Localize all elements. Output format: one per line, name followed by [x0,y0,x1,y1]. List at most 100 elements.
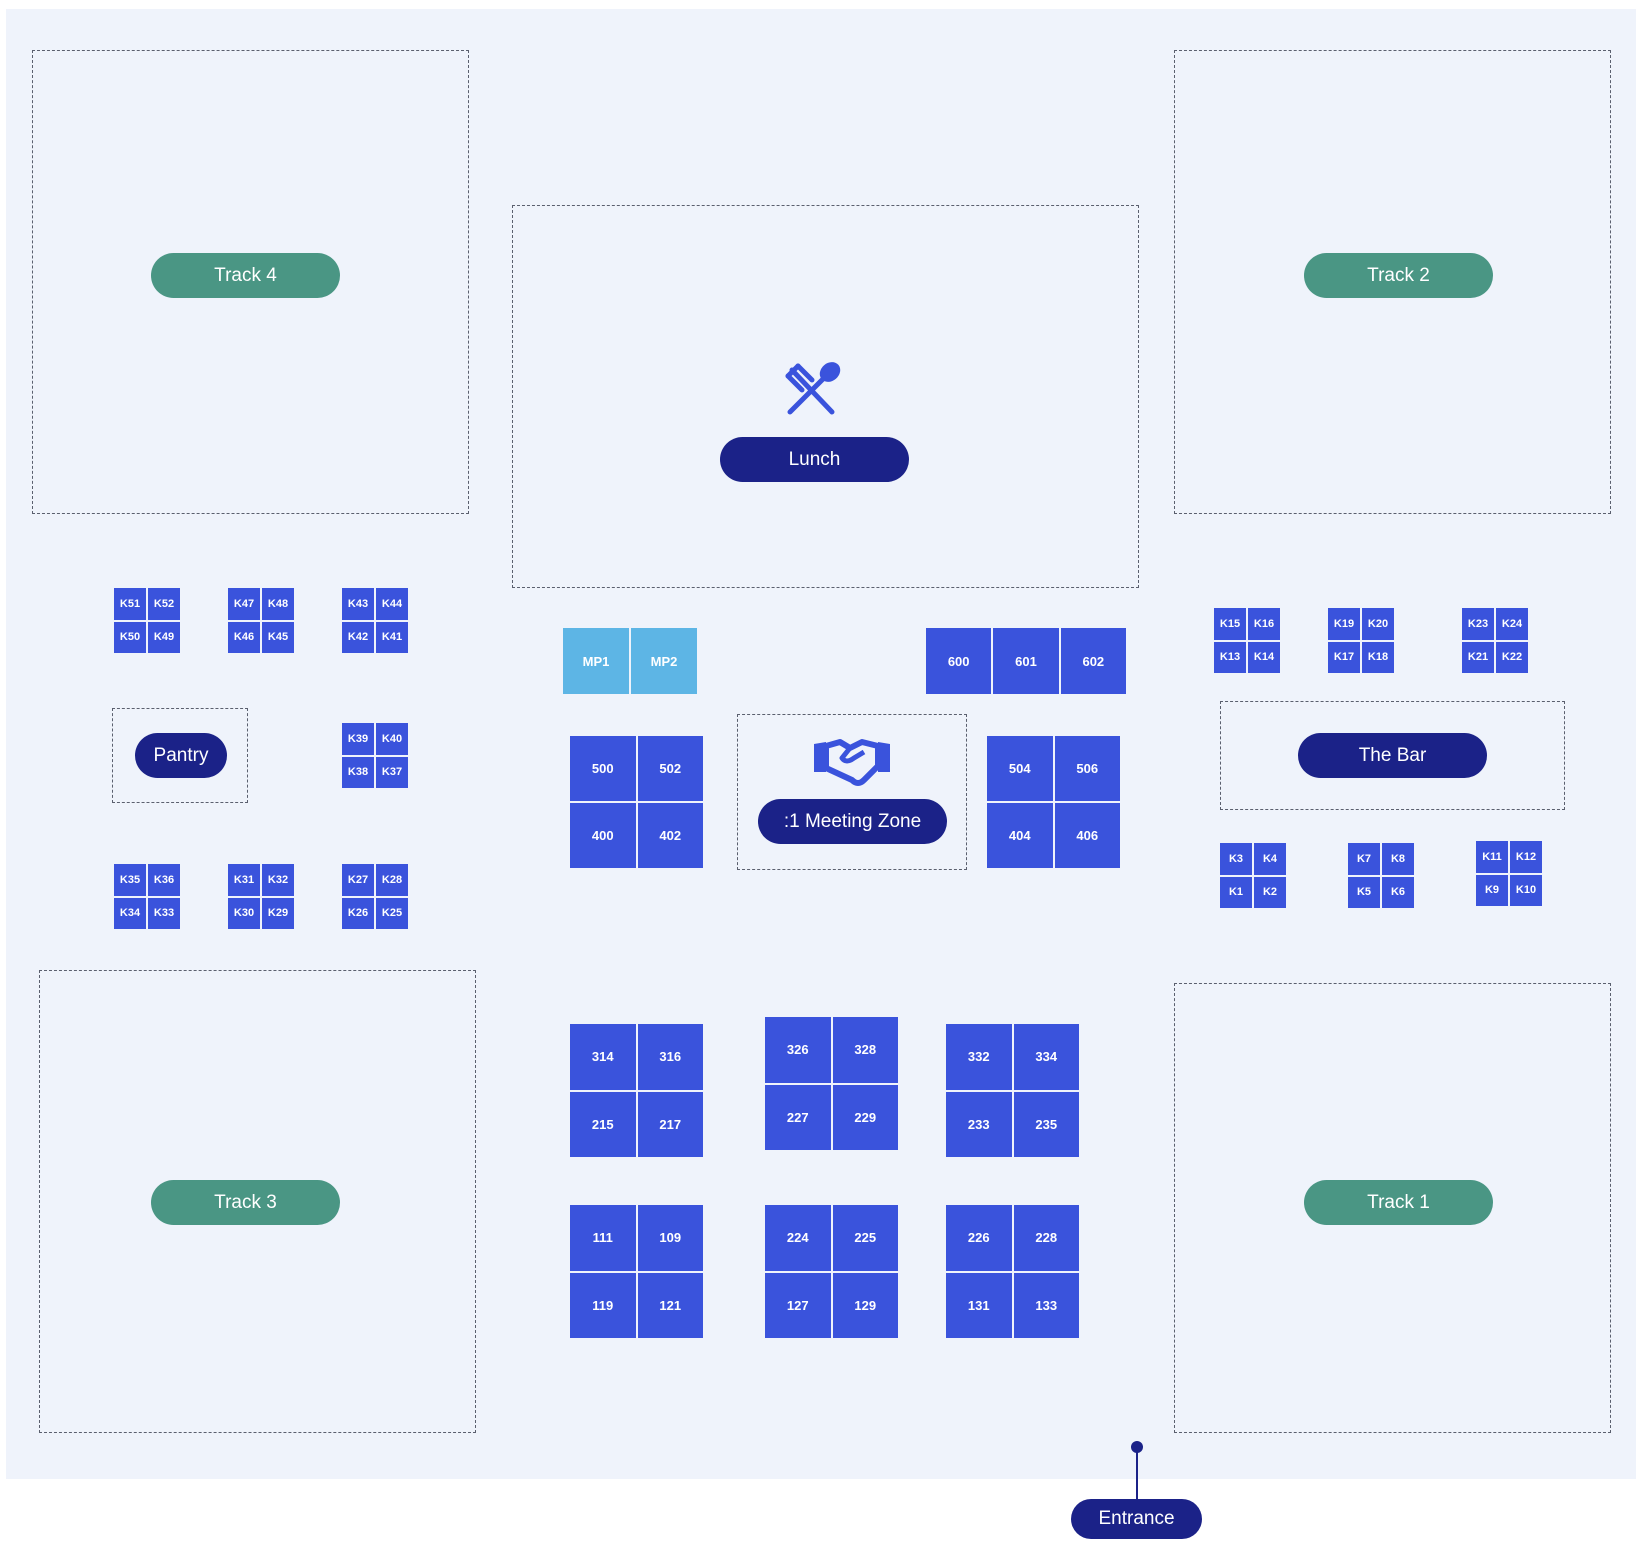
track-4-label[interactable]: Track 4 [151,253,340,298]
booth-k28[interactable]: K28 [376,864,408,896]
booth-k18[interactable]: K18 [1362,641,1394,673]
booth-k5[interactable]: K5 [1348,876,1380,908]
booth-109[interactable]: 109 [637,1205,703,1271]
booth-k46[interactable]: K46 [228,621,260,653]
booth-k52[interactable]: K52 [148,588,180,620]
booth-k23[interactable]: K23 [1462,608,1494,640]
booth-mp1[interactable]: MP1 [563,628,629,694]
booth-k49[interactable]: K49 [148,621,180,653]
booth-mp2[interactable]: MP2 [631,628,697,694]
booth-133[interactable]: 133 [1013,1272,1079,1338]
booth-129[interactable]: 129 [832,1272,898,1338]
booth-131[interactable]: 131 [946,1272,1012,1338]
booth-400[interactable]: 400 [570,803,636,868]
booth-406[interactable]: 406 [1054,803,1120,868]
booth-506[interactable]: 506 [1054,736,1120,801]
booth-k12[interactable]: K12 [1510,841,1542,873]
booth-k14[interactable]: K14 [1248,641,1280,673]
track-1-label[interactable]: Track 1 [1304,1180,1493,1225]
booth-600[interactable]: 600 [926,628,992,694]
track-2-label[interactable]: Track 2 [1304,253,1493,298]
booth-326[interactable]: 326 [765,1017,831,1083]
booth-500[interactable]: 500 [570,736,636,801]
booth-k25[interactable]: K25 [376,897,408,929]
booth-402[interactable]: 402 [637,803,703,868]
booth-316[interactable]: 316 [637,1024,703,1090]
booth-k43[interactable]: K43 [342,588,374,620]
booth-227[interactable]: 227 [765,1084,831,1150]
booth-k3[interactable]: K3 [1220,843,1252,875]
booth-k7[interactable]: K7 [1348,843,1380,875]
meeting-label[interactable]: :1 Meeting Zone [758,799,947,844]
booth-k6[interactable]: K6 [1382,876,1414,908]
booth-k11[interactable]: K11 [1476,841,1508,873]
booth-k33[interactable]: K33 [148,897,180,929]
booth-121[interactable]: 121 [637,1272,703,1338]
booth-119[interactable]: 119 [570,1272,636,1338]
lunch-label[interactable]: Lunch [720,437,909,482]
booth-k40[interactable]: K40 [376,723,408,755]
booth-328[interactable]: 328 [832,1017,898,1083]
booth-k37[interactable]: K37 [376,756,408,788]
booth-k8[interactable]: K8 [1382,843,1414,875]
booth-k42[interactable]: K42 [342,621,374,653]
booth-k27[interactable]: K27 [342,864,374,896]
booth-k50[interactable]: K50 [114,621,146,653]
booth-k44[interactable]: K44 [376,588,408,620]
booth-332[interactable]: 332 [946,1024,1012,1090]
booth-k51[interactable]: K51 [114,588,146,620]
booth-k38[interactable]: K38 [342,756,374,788]
booth-k16[interactable]: K16 [1248,608,1280,640]
booth-k19[interactable]: K19 [1328,608,1360,640]
booth-k21[interactable]: K21 [1462,641,1494,673]
booth-k24[interactable]: K24 [1496,608,1528,640]
entrance-label[interactable]: Entrance [1071,1499,1202,1539]
booth-404[interactable]: 404 [987,803,1053,868]
booth-k1[interactable]: K1 [1220,876,1252,908]
booth-k45[interactable]: K45 [262,621,294,653]
booth-228[interactable]: 228 [1013,1205,1079,1271]
booth-k10[interactable]: K10 [1510,874,1542,906]
booth-k15[interactable]: K15 [1214,608,1246,640]
booth-k13[interactable]: K13 [1214,641,1246,673]
booth-314[interactable]: 314 [570,1024,636,1090]
booth-k29[interactable]: K29 [262,897,294,929]
pantry-label[interactable]: Pantry [135,733,227,778]
booth-k2[interactable]: K2 [1254,876,1286,908]
booth-217[interactable]: 217 [637,1091,703,1157]
booth-225[interactable]: 225 [832,1205,898,1271]
booth-502[interactable]: 502 [637,736,703,801]
meeting-zone [737,714,967,870]
booth-k36[interactable]: K36 [148,864,180,896]
booth-504[interactable]: 504 [987,736,1053,801]
booth-215[interactable]: 215 [570,1091,636,1157]
booth-k48[interactable]: K48 [262,588,294,620]
booth-k17[interactable]: K17 [1328,641,1360,673]
booth-127[interactable]: 127 [765,1272,831,1338]
booth-334[interactable]: 334 [1013,1024,1079,1090]
booth-k30[interactable]: K30 [228,897,260,929]
booth-k26[interactable]: K26 [342,897,374,929]
booth-k39[interactable]: K39 [342,723,374,755]
booth-224[interactable]: 224 [765,1205,831,1271]
booth-226[interactable]: 226 [946,1205,1012,1271]
track-3-label[interactable]: Track 3 [151,1180,340,1225]
booth-k35[interactable]: K35 [114,864,146,896]
handshake-icon [814,739,890,786]
bar-label[interactable]: The Bar [1298,733,1487,778]
booth-229[interactable]: 229 [832,1084,898,1150]
booth-235[interactable]: 235 [1013,1091,1079,1157]
booth-k31[interactable]: K31 [228,864,260,896]
booth-k4[interactable]: K4 [1254,843,1286,875]
booth-233[interactable]: 233 [946,1091,1012,1157]
booth-k20[interactable]: K20 [1362,608,1394,640]
booth-601[interactable]: 601 [993,628,1059,694]
booth-k9[interactable]: K9 [1476,874,1508,906]
booth-k34[interactable]: K34 [114,897,146,929]
booth-k41[interactable]: K41 [376,621,408,653]
booth-602[interactable]: 602 [1060,628,1126,694]
booth-k32[interactable]: K32 [262,864,294,896]
booth-k47[interactable]: K47 [228,588,260,620]
booth-k22[interactable]: K22 [1496,641,1528,673]
booth-111[interactable]: 111 [570,1205,636,1271]
